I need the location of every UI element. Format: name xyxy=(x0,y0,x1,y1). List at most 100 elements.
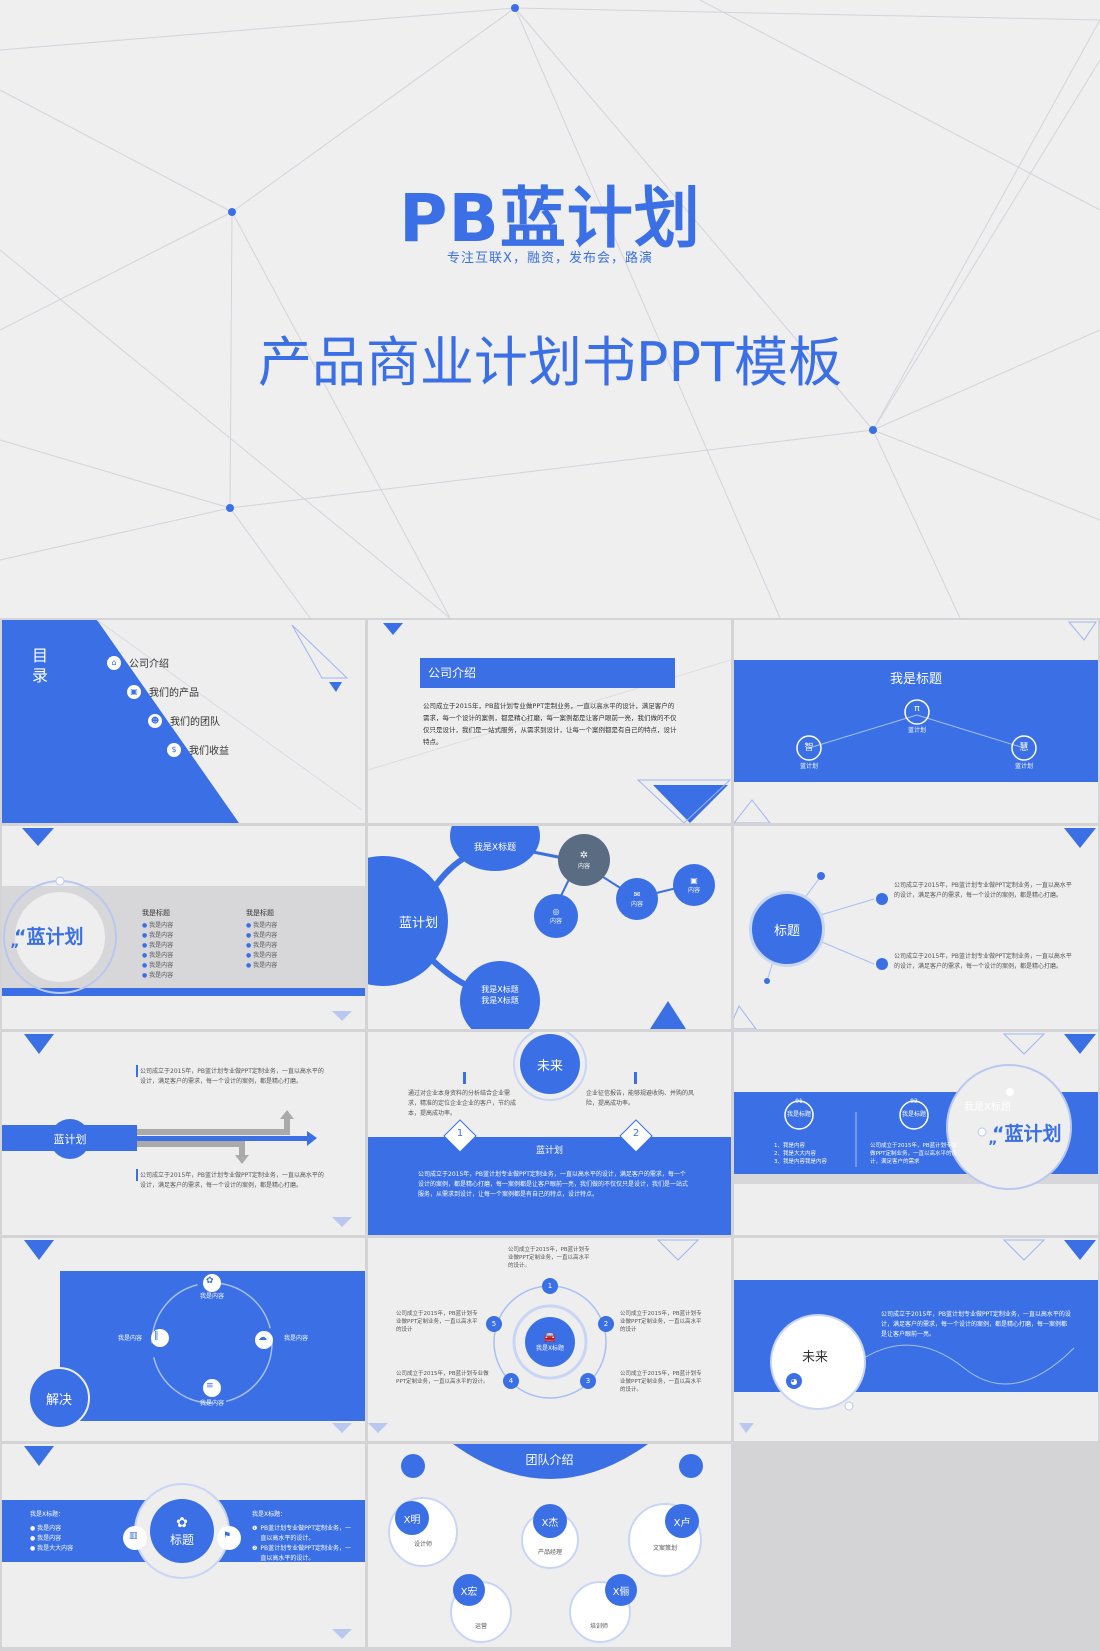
intro-title: 公司介绍 xyxy=(428,666,477,680)
weather-icon: ☁ xyxy=(258,1333,267,1343)
list-item: ● 我是内容 xyxy=(246,942,278,949)
toc-label: 公司介绍 xyxy=(129,659,169,670)
cycle-center: 🚘 我是X标题 xyxy=(525,1317,575,1367)
list-item: ● 我是内容 xyxy=(142,972,174,979)
slide-bubbles[interactable]: 蓝计划 我是X标题 我是X标题 我是X标题 ✲ 内容 ◎ 内容 ✉ 内容 ▣ 内… xyxy=(368,826,731,1029)
cycle-step-1: 1 xyxy=(542,1278,558,1294)
member-avatar: X俪 xyxy=(605,1574,637,1606)
slide-toc[interactable]: 目 录 ⌂ 公司介绍 ▣ 我们的产品 ☻ 我们的团队 $ 我们收益 xyxy=(2,620,365,823)
future-band-circle xyxy=(770,1314,866,1410)
slide-center-title[interactable]: ✿ 标题 ▥ ⚑ 我是X标题： ● 我是内容 ● 我是内容 ● 我是大大内容 我… xyxy=(2,1444,365,1647)
left-list-title: 我是X标题： xyxy=(30,1511,65,1518)
toc-label: 我们的团队 xyxy=(170,717,220,728)
gauge-1-num: 01 xyxy=(795,1098,803,1105)
arrows-label: 蓝计划 xyxy=(53,1133,87,1146)
right-list-title: 我是X标题： xyxy=(252,1511,287,1518)
arrows-text-2: 公司成立于2015年，PB蓝计划专业做PPT定制业务，一直以高水平的设计，满足客… xyxy=(140,1172,324,1189)
list-col-2: 我是标题 ● 我是内容 ● 我是内容 ● 我是内容 ● 我是内容 ● 我是内容 xyxy=(246,908,277,971)
future-band-text: 公司成立于2015年，PB蓝计划专业做PPT定制业务，一直以高水平的设计，满足客… xyxy=(881,1311,1071,1338)
future-band-label: 未来 xyxy=(802,1350,829,1365)
slide-cycle[interactable]: 🚘 我是X标题 1 2 3 4 5 公司成立于2015年，PB蓝计划专业做PPT… xyxy=(368,1238,731,1441)
slide-team[interactable]: 团队介绍 X明 设计师 X杰 产品经理 X卢 文案策划 X宏 运营 X俪 培训师 xyxy=(368,1444,731,1647)
owl-icon: ◕ xyxy=(786,1373,802,1389)
solve-top: 我是内容 xyxy=(199,1293,224,1300)
quote-text: “蓝计划 xyxy=(14,926,84,948)
member-role: 设计师 xyxy=(413,1541,432,1548)
slide-future[interactable]: 未来 通过对企业本身资料的分析结合企业需求，精准的定位企业企业的客户，节约成本，… xyxy=(368,1032,731,1235)
toc-item-3[interactable]: ☻ 我们的团队 xyxy=(148,713,220,728)
bubble-small-2: ✉ 内容 xyxy=(616,878,658,920)
sign-icon: ⚑ xyxy=(223,1531,232,1541)
points-center: 标题 xyxy=(749,891,825,967)
cycle-step-4: 4 xyxy=(503,1373,519,1389)
list-title: 我是标题 xyxy=(246,909,274,917)
member-avatar: X明 xyxy=(395,1501,429,1535)
bubble-dark: ✲ 内容 xyxy=(558,834,610,886)
bubble-center-label: 蓝计划 xyxy=(398,915,438,931)
gauges-quote: “蓝计划 xyxy=(992,1123,1062,1145)
bubble-small-3: ▣ 内容 xyxy=(673,864,715,906)
chart-icon: ▥ xyxy=(129,1531,138,1541)
future-decor xyxy=(368,1032,731,1235)
slide-solve[interactable]: ✿ ‖ ☁ ≡ 我是内容 我是内容 我是内容 我是内容 解决 xyxy=(2,1238,365,1441)
bubble-dark-label: 内容 xyxy=(577,863,590,870)
toc-item-4[interactable]: $ 我们收益 xyxy=(167,742,229,757)
list-item: ● 我是内容 xyxy=(142,952,174,959)
brand-title: PB蓝计划 xyxy=(399,180,701,257)
slide-title-points[interactable]: 标题 公司成立于2015年，PB蓝计划专业做PPT定制业务，一直以高水平的设计，… xyxy=(734,826,1098,1029)
step-num: 1 xyxy=(547,1282,553,1290)
member-role: 产品经理 xyxy=(537,1549,562,1556)
list-item: ● 我是内容 xyxy=(246,932,278,939)
member-name: X俪 xyxy=(612,1586,630,1598)
slide-three-nodes[interactable]: 我是标题 π 蓝计划 智 蓝计划 慧 蓝计划 xyxy=(734,620,1098,823)
toc-item-1[interactable]: ⌂ 公司介绍 xyxy=(107,655,169,670)
chat-icon: ✉ xyxy=(633,890,641,899)
pi-icon: π xyxy=(914,704,920,714)
list-item: ● 我是大大内容 xyxy=(30,1545,74,1552)
nodes-title: 我是标题 xyxy=(889,672,942,687)
slide-company-intro[interactable]: 公司介绍 公司成立于2015年，PB蓝计划专业做PPT定制业务，一直以高水平的设… xyxy=(368,620,731,823)
toc-label: 我们的产品 xyxy=(149,688,199,699)
slide-arrows[interactable]: 蓝计划 公司成立于2015年，PB蓝计划专业做PPT定制业务，一直以高水平的设计… xyxy=(2,1032,365,1235)
member-role: 文案策划 xyxy=(652,1545,677,1552)
cycle-text-2: 公司成立于2015年，PB蓝计划专业做PPT定制业务，一直以高水平的设计 xyxy=(620,1311,702,1333)
solve-right: 我是内容 xyxy=(283,1335,308,1342)
list-title: 我是标题 xyxy=(142,909,170,917)
slide-future-band[interactable]: 未来 ◕ 公司成立于2015年，PB蓝计划专业做PPT定制业务，一直以高水平的设… xyxy=(734,1238,1098,1441)
point-text-1: 公司成立于2015年，PB蓝计划专业做PPT定制业务，一直以高水平的设计，满足客… xyxy=(894,882,1072,899)
gauge-1-label: 我是标题 xyxy=(786,1111,811,1118)
gauge-2-label: 我是标题 xyxy=(901,1111,926,1118)
future-num-2: 2 xyxy=(632,1128,640,1139)
future-circle: 未来 xyxy=(520,1034,580,1094)
list-item: ● 我是内容 xyxy=(142,962,174,969)
team-icon: ☻ xyxy=(148,713,162,728)
gauges-title: 我是X标题 xyxy=(964,1102,1011,1113)
bubble-bottom-label-2: 我是X标题 xyxy=(481,996,519,1005)
list-icon: ≡ xyxy=(206,1381,214,1391)
solve-circle-label: 解决 xyxy=(45,1392,72,1408)
node-left-char: 智 xyxy=(804,743,814,753)
node-left-label: 蓝计划 xyxy=(799,763,818,770)
solve-decor xyxy=(24,1240,365,1433)
cover-title: 产品商业计划书PPT模板 xyxy=(257,331,843,394)
center-title-circle: ✿ 标题 xyxy=(150,1499,214,1563)
slide-quote-lists[interactable]: “蓝计划 ” 我是标题 ● 我是内容 ● 我是内容 ● 我是内容 ● 我是内容 … xyxy=(2,826,365,1029)
team-title: 团队介绍 xyxy=(525,1453,574,1467)
toc-heading-1: 目 xyxy=(32,646,49,665)
slide-gauges[interactable]: 01 我是标题 1、我是内容 2、我是大大内容 3、我是内容我是内容 02 我是… xyxy=(734,1032,1098,1235)
list-col-1: 我是标题 ● 我是内容 ● 我是内容 ● 我是内容 ● 我是内容 ● 我是内容 … xyxy=(142,908,173,981)
member-name: X杰 xyxy=(541,1517,559,1529)
bubble-bottom-label-1: 我是X标题 xyxy=(481,985,519,994)
cycle-decor xyxy=(368,1239,700,1433)
network-lines xyxy=(0,0,1100,618)
user-icon: ◎ xyxy=(552,907,560,916)
future-band-title: 蓝计划 xyxy=(535,1146,563,1156)
gear-icon: ✲ xyxy=(579,850,589,861)
toc-item-2[interactable]: ▣ 我们的产品 xyxy=(127,684,199,699)
member-name: X宏 xyxy=(460,1586,478,1598)
future-left-text: 通过对企业本身资料的分析结合企业需求，精准的定位企业企业的客户，节约成本，提高成… xyxy=(408,1090,517,1117)
cycle-step-2: 2 xyxy=(598,1316,614,1332)
